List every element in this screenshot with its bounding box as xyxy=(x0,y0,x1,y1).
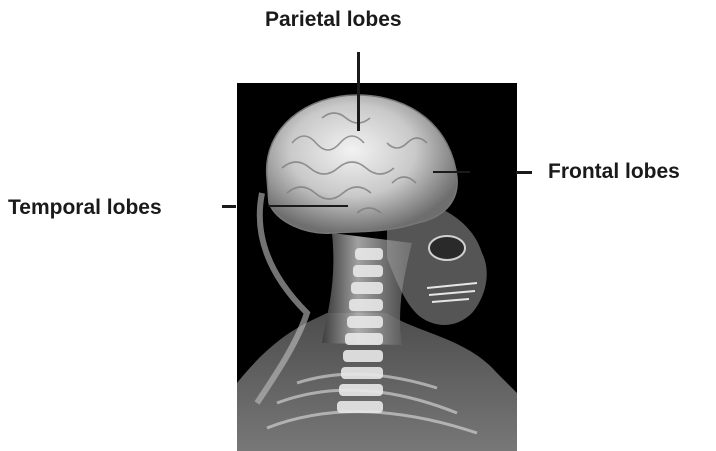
frontal-leader-line xyxy=(433,171,470,173)
temporal-leader-line xyxy=(268,205,348,207)
parietal-leader-line xyxy=(357,52,360,131)
parietal-lobes-label: Parietal lobes xyxy=(265,9,402,30)
temporal-leader-tick xyxy=(222,205,236,208)
xray-image-panel xyxy=(237,83,517,451)
eye-socket xyxy=(429,236,465,260)
xray-head-illustration xyxy=(237,83,517,451)
frontal-leader-tick xyxy=(516,171,532,174)
frontal-lobes-label: Frontal lobes xyxy=(548,161,680,182)
temporal-lobes-label: Temporal lobes xyxy=(8,197,162,218)
